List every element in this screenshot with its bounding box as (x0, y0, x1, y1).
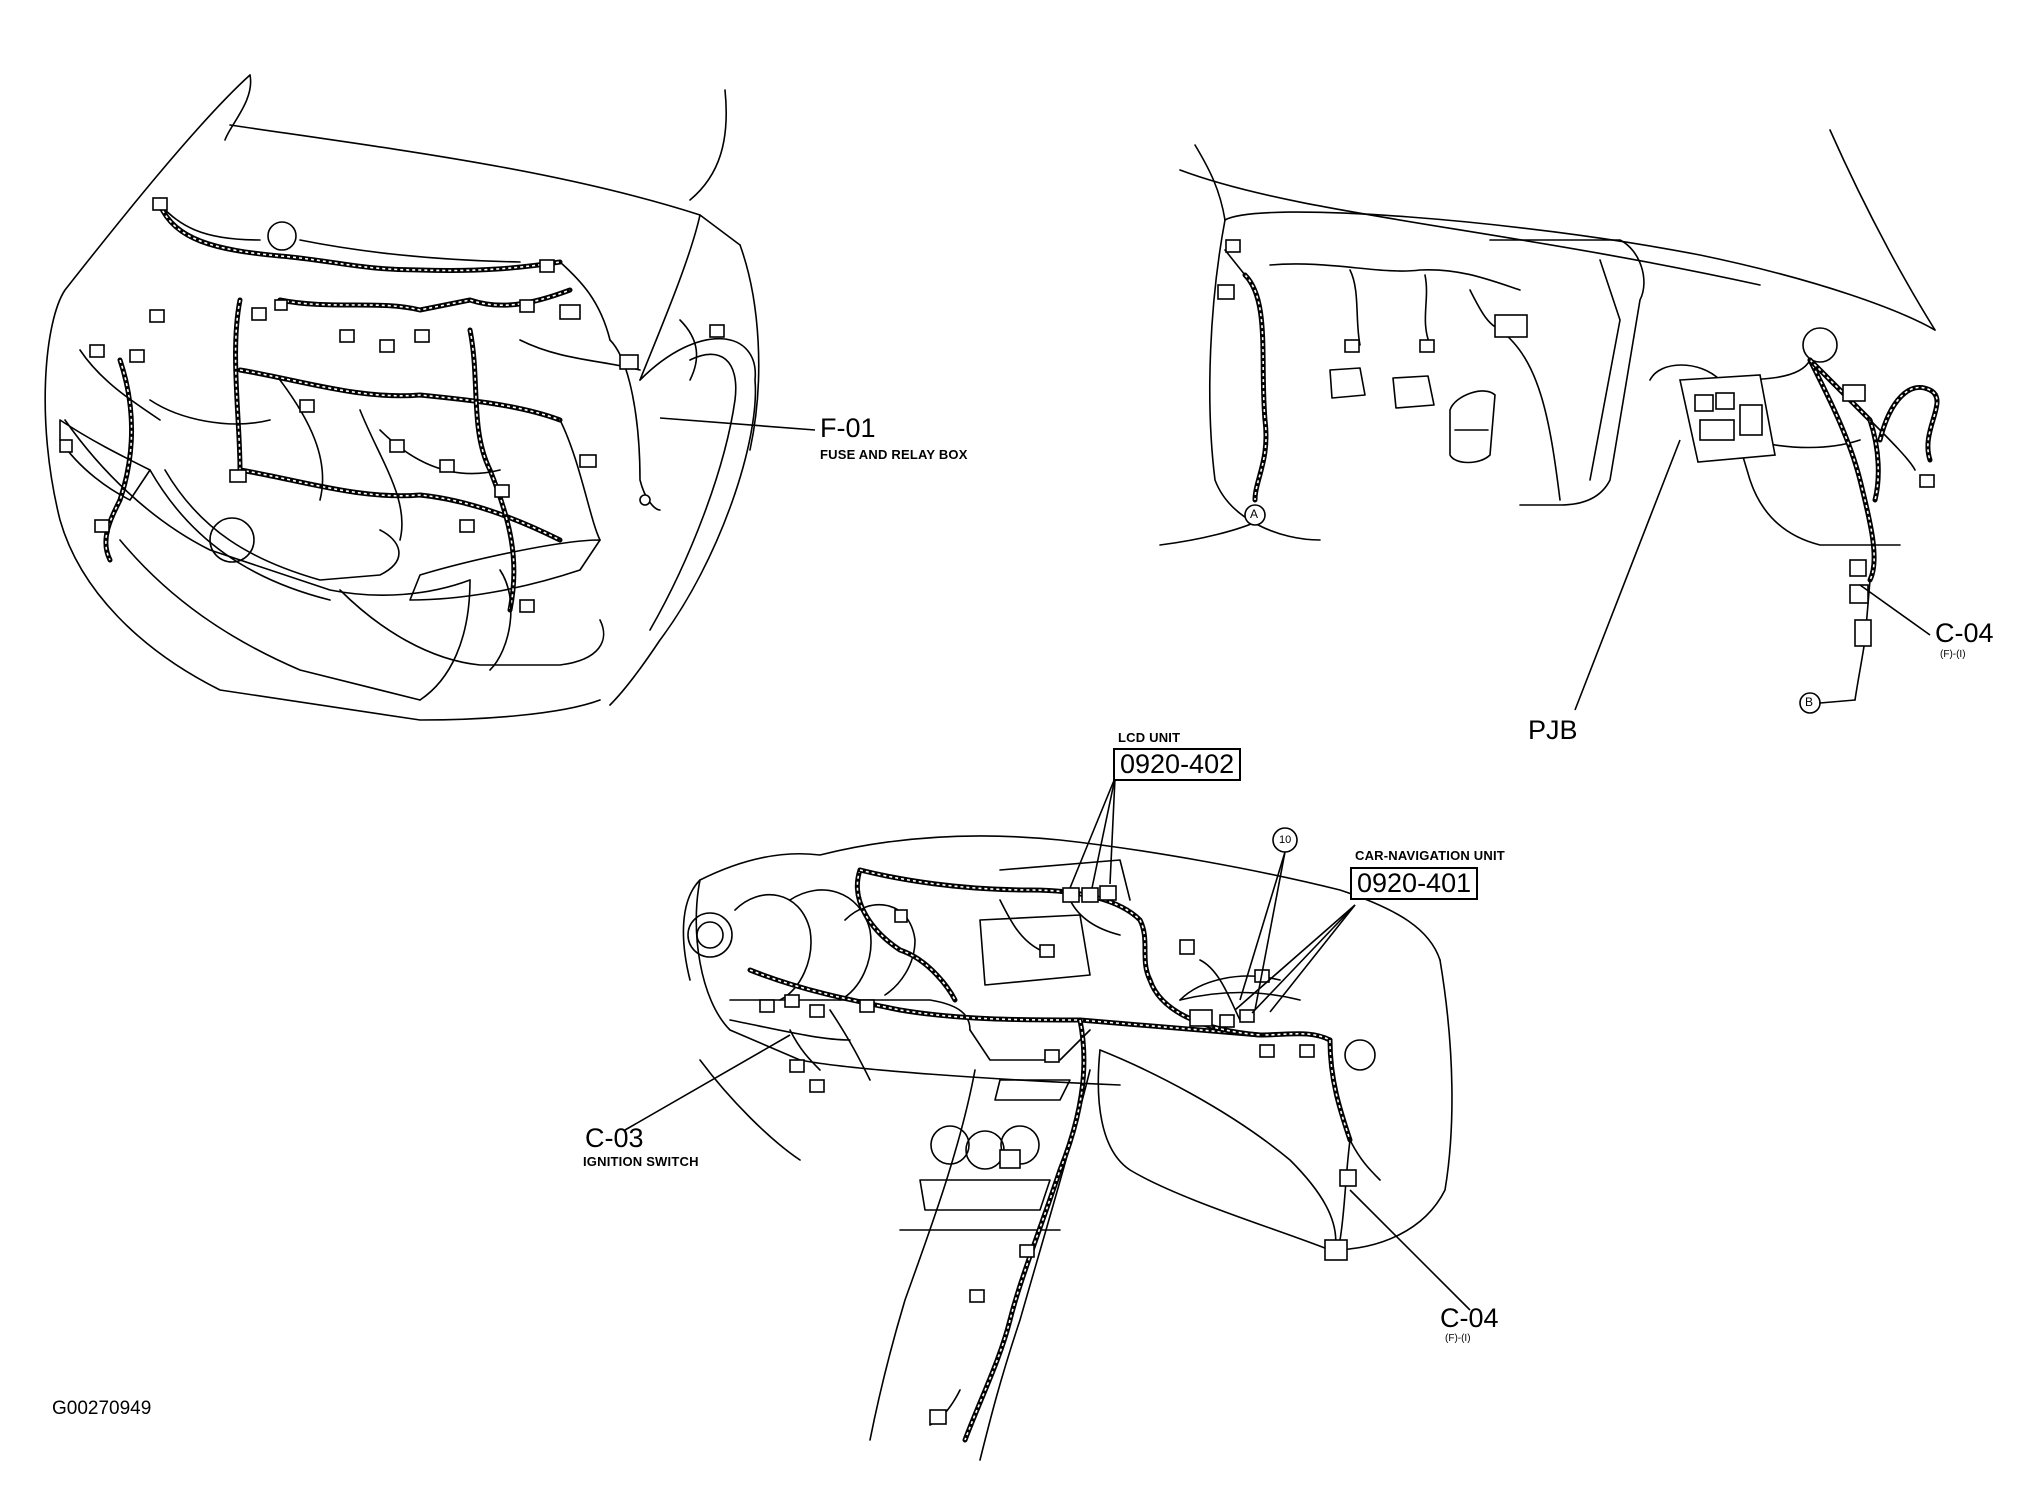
figure-id-label: G00270949 (52, 1398, 152, 1419)
lcd-unit-code-box: 0920-402 (1113, 748, 1242, 781)
c03-code-label: C-03 (585, 1123, 644, 1153)
marker-a-label: A (1250, 507, 1259, 521)
marker-b-label: B (1805, 695, 1814, 709)
engine-bay-view (44, 74, 816, 721)
lcd-unit-title: LCD UNIT (1118, 730, 1181, 745)
car-navigation-unit-title: CAR-NAVIGATION UNIT (1355, 848, 1505, 863)
car-navigation-unit-code-box: 0920-401 (1350, 867, 1479, 900)
dashboard-view (624, 777, 1471, 1461)
callout-10-label: 10 (1279, 834, 1292, 846)
c04-right-code-label: C-04 (1935, 618, 1994, 648)
footwell-view (1159, 129, 1940, 714)
f01-description-label: FUSE AND RELAY BOX (820, 447, 968, 462)
c04-right-sub-label: (F)-(I) (1940, 649, 1966, 660)
c03-description-label: IGNITION SWITCH (583, 1154, 699, 1169)
f01-code-label: F-01 (820, 413, 876, 443)
c04-bottom-sub-label: (F)-(I) (1445, 1333, 1471, 1344)
pjb-label: PJB (1528, 715, 1578, 745)
c04-bottom-code-label: C-04 (1440, 1303, 1499, 1333)
